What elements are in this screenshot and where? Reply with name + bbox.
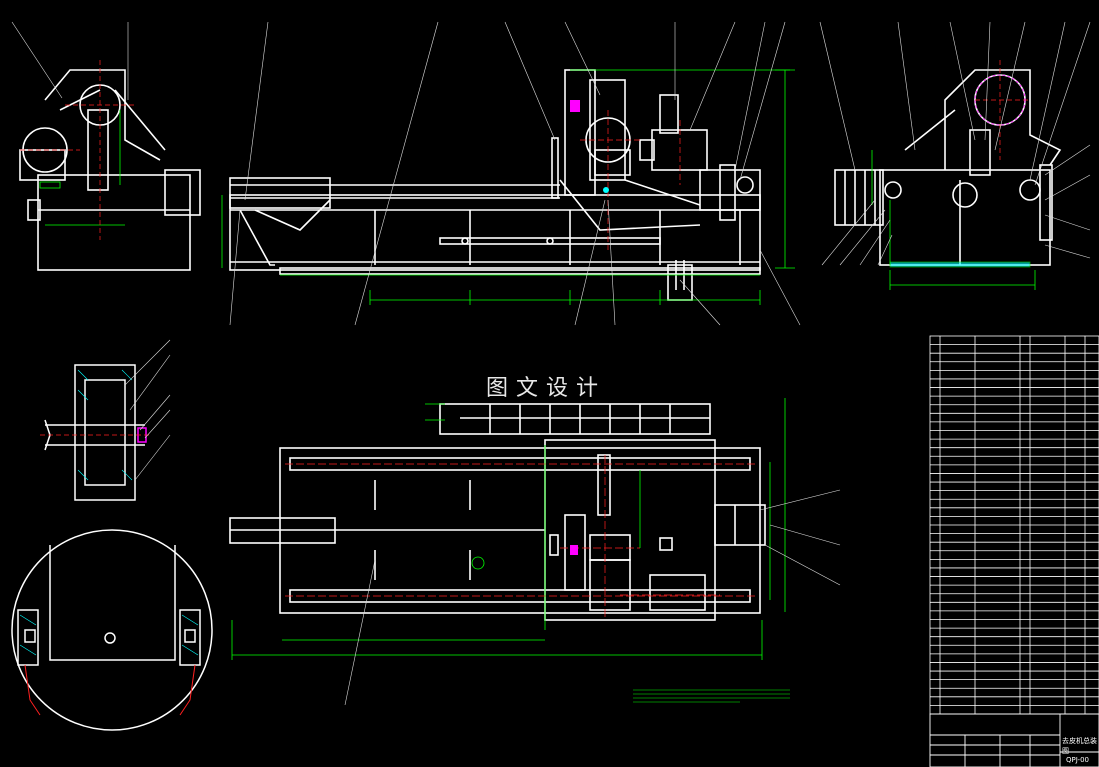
drawing-name: 去皮机总装图 [1062,737,1097,755]
detail-II-accent [24,664,196,716]
right-side-leaders [819,21,1091,266]
top-plan-accents [471,545,578,570]
detail-I-hatch [77,369,133,481]
title-block [929,713,1099,767]
left-side-dims [39,110,125,226]
top-plan-leaders [344,489,841,706]
front-elevation-centerlines [580,110,681,250]
front-elevation-view [229,69,761,301]
watermark-text: 图文设计 [486,376,607,401]
left-side-centerlines [20,60,135,240]
right-side-accents [974,74,1026,126]
left-side-view [19,69,201,271]
front-elevation-accents [570,100,609,193]
front-elevation-dimensions [221,69,795,305]
drawing-code: QPJ-00 [1066,756,1089,764]
right-side-dims [871,150,1036,290]
technical-notes [633,689,790,703]
detail-I-view [44,364,147,501]
left-side-leaders [11,21,129,100]
right-side-centerlines [975,60,1030,160]
detail-II-view [11,529,213,731]
detail-I-leaders [124,339,171,481]
top-plan-dims [231,398,786,660]
front-leader-lines [229,21,801,326]
detail-II-hatch [19,614,199,656]
